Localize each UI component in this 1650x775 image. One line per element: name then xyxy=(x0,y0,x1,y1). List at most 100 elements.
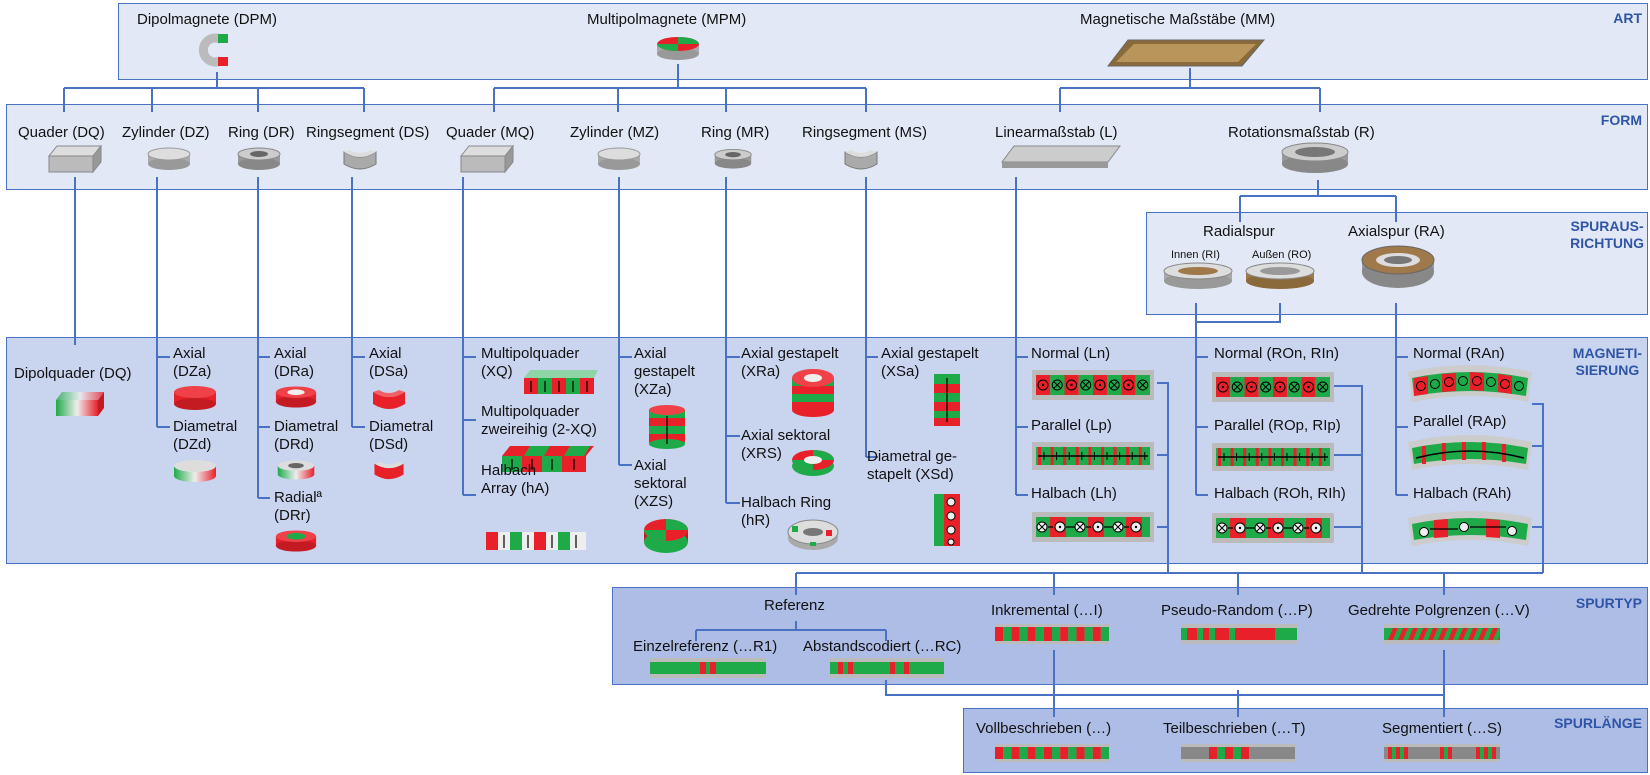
teilbeschrieben-track-icon xyxy=(1181,744,1295,762)
normal-linear-strip-icon xyxy=(1032,370,1154,400)
mag-ron-label: Normal (ROn, RIn) xyxy=(1214,345,1340,362)
radial-ring-icon xyxy=(275,530,317,552)
section-art: ART xyxy=(1613,10,1642,26)
axial-track-icon xyxy=(1361,245,1435,288)
mag-xsa-label: Axial gestapelt(XSa) xyxy=(881,345,979,380)
halbach-ring-icon xyxy=(787,519,839,550)
diametral-ring-segment-icon xyxy=(374,461,404,480)
parallel-radial-strip-icon xyxy=(1212,443,1334,471)
mag-xra-label: Axial gestapelt(XRa) xyxy=(741,345,839,380)
spurlaenge-voll-label: Vollbeschrieben (…) xyxy=(976,720,1112,737)
mag-drd-label: Diametral(DRd) xyxy=(274,418,339,453)
form-r-label: Rotationsmaßstab (R) xyxy=(1228,124,1375,141)
vollbeschrieben-track-icon xyxy=(995,744,1109,762)
radial-outer-track-icon xyxy=(1245,262,1315,289)
axial-sectoral-cylinder-icon xyxy=(644,519,688,553)
mag-dsd-label: Diametral(DSd) xyxy=(369,418,434,453)
mag-xsd-label: Diametral ge-stapelt (XSd) xyxy=(867,448,958,483)
form-ms-label: Ringsegment (MS) xyxy=(802,124,928,141)
spurtyp-gedreht-label: Gedrehte Polgrenzen (…V) xyxy=(1348,602,1530,619)
diametral-stacked-segment-icon xyxy=(934,494,960,546)
halbach-array-icon xyxy=(486,532,586,550)
ring-segment-icon xyxy=(844,150,878,170)
dipole-cuboid-icon xyxy=(56,392,104,416)
section-spurlaenge: SPURLÄNGE xyxy=(1554,715,1642,731)
cuboid-icon xyxy=(459,144,515,174)
form-dz-label: Zylinder (DZ) xyxy=(122,124,210,141)
segmentiert-track-icon xyxy=(1384,744,1500,762)
mag-dipolquader-label: Dipolquader (DQ) xyxy=(14,365,132,382)
axial-ring-segment-icon xyxy=(373,390,405,409)
mag-rah-label: Halbach (RAh) xyxy=(1413,485,1512,502)
mag-xq-label: Multipolquader(XQ) xyxy=(481,345,580,380)
section-spurtyp: SPURTYP xyxy=(1575,595,1642,611)
cuboid-icon xyxy=(47,144,103,174)
mag-dsa-label: Axial(DSa) xyxy=(369,345,409,380)
radial-inner-track-icon xyxy=(1163,262,1233,289)
ring-icon xyxy=(237,147,281,170)
linear-scale-icon xyxy=(1001,145,1121,168)
axial-sectoral-ring-icon xyxy=(792,450,834,476)
axial-stacked-ring-icon xyxy=(792,369,834,417)
magnetic-scale-icon xyxy=(1106,39,1266,67)
spur-axial-label: Axialspur (RA) xyxy=(1348,223,1445,240)
halbach-linear-strip-icon xyxy=(1032,512,1154,542)
mag-rop-label: Parallel (ROp, RIp) xyxy=(1214,417,1341,434)
horseshoe-magnet-icon xyxy=(198,33,228,67)
axial-cylinder-icon xyxy=(174,386,216,410)
mag-ran-label: Normal (RAn) xyxy=(1413,345,1505,362)
inkremental-track-icon xyxy=(995,624,1109,644)
form-mr-label: Ring (MR) xyxy=(701,124,770,141)
art-panel xyxy=(118,3,1648,80)
mag-roh-label: Halbach (ROh, RIh) xyxy=(1214,485,1346,502)
mag-dzd-label: Diametral(DZd) xyxy=(173,418,238,453)
axial-ring-icon xyxy=(275,386,317,408)
mag-lh-label: Halbach (Lh) xyxy=(1031,485,1117,502)
form-l-label: Linearmaßstab (L) xyxy=(995,124,1118,141)
two-row-multipole-cuboid-icon xyxy=(502,446,594,472)
ring-segment-icon xyxy=(343,150,377,170)
form-mq-label: Quader (MQ) xyxy=(446,124,535,141)
mag-xrs-label: Axial sektoral(XRS) xyxy=(741,427,831,462)
spurtyp-referenz-label: Referenz xyxy=(764,597,825,614)
form-dq-label: Quader (DQ) xyxy=(18,124,105,141)
form-dr-label: Ring (DR) xyxy=(228,124,295,141)
normal-radial-strip-icon xyxy=(1212,372,1334,402)
diametral-ring-icon xyxy=(277,460,315,480)
pseudo-random-track-icon xyxy=(1181,624,1297,644)
spurtyp-einzel-label: Einzelreferenz (…R1) xyxy=(633,638,778,655)
spur-innen-label: Innen (RI) xyxy=(1171,249,1220,261)
spurlaenge-teil-label: Teilbeschrieben (…T) xyxy=(1163,720,1306,737)
mag-rap-label: Parallel (RAp) xyxy=(1413,413,1507,430)
section-magnetisierung: MAGNETI-SIERUNG xyxy=(1572,345,1642,378)
spurtyp-inkremental-label: Inkremental (…I) xyxy=(991,602,1103,619)
abstandscodiert-track-icon xyxy=(830,658,944,678)
halbach-radial-strip-icon xyxy=(1212,513,1334,543)
art-mpm-label: Multipolmagnete (MPM) xyxy=(587,11,747,28)
multipole-cuboid-icon xyxy=(524,370,598,394)
normal-axial-curved-strip-icon xyxy=(1408,365,1532,402)
rotary-scale-icon xyxy=(1281,142,1349,173)
axial-stacked-segment-icon xyxy=(934,374,960,426)
cylinder-icon xyxy=(147,147,191,170)
halbach-axial-curved-strip-icon xyxy=(1408,511,1532,546)
mag-lp-label: Parallel (Lp) xyxy=(1031,417,1112,434)
spurlaenge-panel xyxy=(963,708,1648,773)
form-panel xyxy=(6,104,1648,190)
form-ds-label: Ringsegment (DS) xyxy=(306,124,430,141)
parallel-axial-curved-strip-icon xyxy=(1408,435,1532,470)
mag-dza-label: Axial(DZa) xyxy=(173,345,212,380)
mag-dra-label: Axial(DRa) xyxy=(274,345,314,380)
form-mz-label: Zylinder (MZ) xyxy=(570,124,660,141)
gedrehte-polgrenzen-track-icon xyxy=(1384,624,1500,644)
spurtyp-pseudo-label: Pseudo-Random (…P) xyxy=(1161,602,1313,619)
section-spurausrichtung: SPURAUS-RICHTUNG xyxy=(1570,218,1644,251)
spurtyp-abstand-label: Abstandscodiert (…RC) xyxy=(803,638,962,655)
spur-radial-label: Radialspur xyxy=(1203,223,1275,240)
section-form: FORM xyxy=(1600,112,1642,128)
